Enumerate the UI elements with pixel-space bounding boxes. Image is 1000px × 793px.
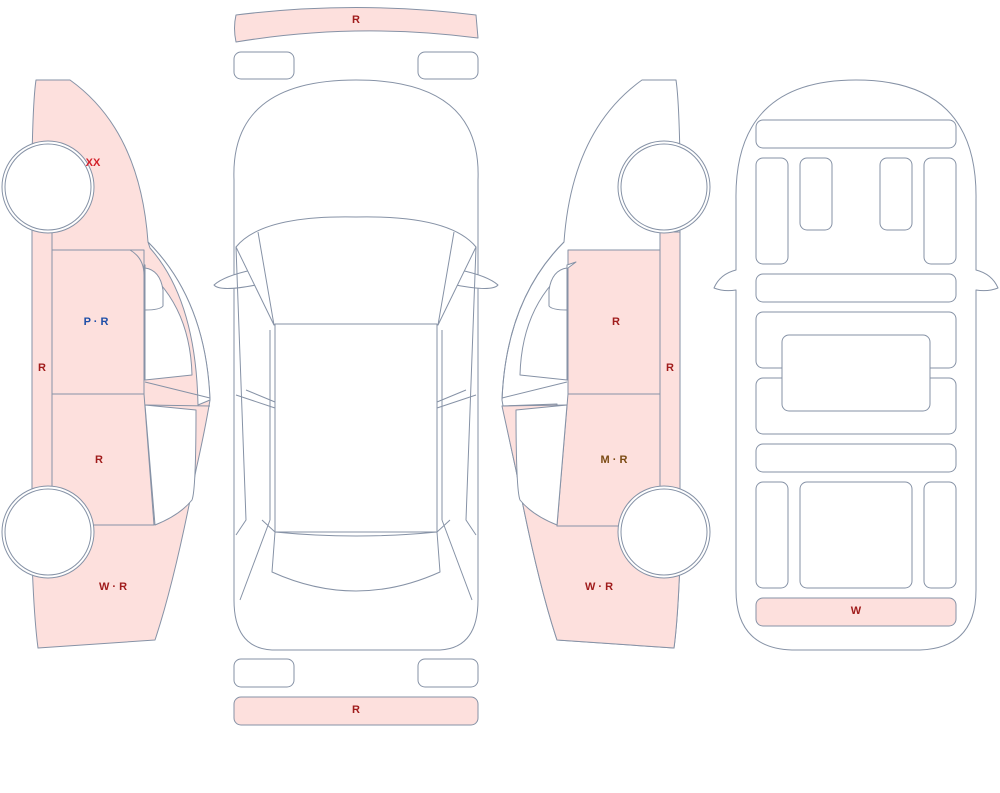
right-pillars: [436, 231, 477, 601]
right-rocker-panel[interactable]: [659, 231, 681, 527]
underbody-front-crossmember[interactable]: [755, 119, 957, 149]
right-front-wheel-inner: [620, 143, 708, 231]
left-side-window-rear[interactable]: [144, 404, 197, 526]
front-bumper[interactable]: [234, 7, 479, 43]
right-side-window-rear[interactable]: [515, 404, 568, 526]
underbody-floor-center[interactable]: [781, 334, 931, 412]
left-rear-wheel-inner: [4, 488, 92, 576]
right-rear-wheel-inner: [620, 488, 708, 576]
right-headlamp[interactable]: [417, 51, 479, 80]
rear-window[interactable]: [271, 531, 441, 592]
underbody-front-right-inner[interactable]: [879, 157, 913, 231]
label-left-quarter: W · R: [99, 581, 127, 593]
underbody-rear-left-rail[interactable]: [755, 481, 789, 589]
label-left-front-fender: XX: [86, 157, 101, 169]
left-side-glass-area: [147, 241, 211, 406]
label-left-front-door: P · R: [84, 316, 109, 328]
left-headlamp[interactable]: [233, 51, 295, 80]
right-taillamp[interactable]: [417, 658, 479, 688]
label-underbody-rear: W: [851, 605, 862, 617]
underbody-rear-floor-member[interactable]: [755, 443, 957, 473]
underbody-front-right-rail[interactable]: [923, 157, 957, 265]
right-mirror-top[interactable]: [455, 269, 499, 289]
windshield[interactable]: [235, 216, 477, 326]
right-mirror[interactable]: [548, 267, 568, 311]
left-front-wheel-inner: [4, 143, 92, 231]
underbody-rear-panel[interactable]: [755, 597, 957, 627]
label-left-rear-door: R: [95, 454, 103, 466]
right-side-lines: [436, 330, 477, 520]
left-side-view: XX P · R R R W · R: [1, 79, 211, 649]
label-right-quarter: W · R: [585, 581, 613, 593]
label-right-rear-door: M · R: [601, 454, 628, 466]
underbody-rear-right-rail[interactable]: [923, 481, 957, 589]
underbody-rear-trunk-floor[interactable]: [799, 481, 913, 589]
roof[interactable]: [274, 323, 438, 533]
underbody-front-floor-member[interactable]: [755, 273, 957, 303]
left-mirror-top[interactable]: [213, 269, 257, 289]
underbody-view: W: [713, 79, 999, 651]
label-rear-bumper: R: [352, 704, 360, 716]
underbody-front-left-rail[interactable]: [755, 157, 789, 265]
label-right-rocker: R: [666, 362, 674, 374]
left-front-fender-edge: [52, 249, 145, 276]
left-side-lines: [235, 330, 276, 520]
label-front-bumper: R: [352, 14, 360, 26]
right-side-view: R R M · R W · R: [501, 79, 711, 649]
rear-bumper[interactable]: [233, 696, 479, 726]
label-right-front-door: R: [612, 316, 620, 328]
label-left-rocker: R: [38, 362, 46, 374]
left-pillars: [235, 231, 276, 601]
left-taillamp[interactable]: [233, 658, 295, 688]
top-view: R R: [213, 7, 499, 726]
left-mirror[interactable]: [144, 267, 164, 311]
underbody-front-left-inner[interactable]: [799, 157, 833, 231]
